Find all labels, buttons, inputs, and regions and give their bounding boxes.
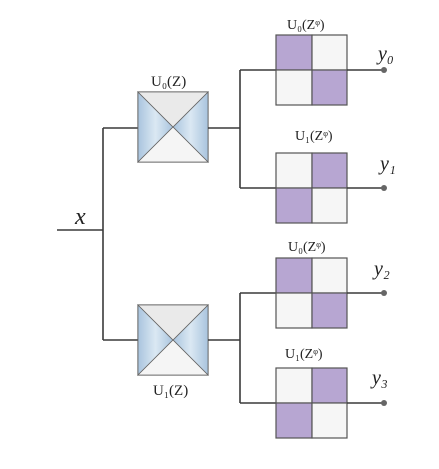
filter-3-label: U₁(Zᵠ) [285,347,323,362]
output-2-terminal [381,290,387,296]
output-1-label: y₁ [378,153,396,175]
filter-1 [275,152,348,224]
output-0-label: y₀ [376,43,394,65]
splitter-1 [137,304,209,376]
splitter-0 [137,91,209,163]
filter-2-label: U₀(Zᵠ) [288,240,326,255]
splitter-1-label: U₁(Z) [153,383,188,399]
input-label: x [74,204,86,230]
output-3-label: y₃ [370,367,388,389]
output-2-label: y₂ [372,258,390,280]
filter-1-label: U₁(Zᵠ) [295,129,333,144]
filter-0 [275,34,348,106]
output-0-terminal [381,67,387,73]
output-3-terminal [381,400,387,406]
splitter-0-label: U₀(Z) [151,74,186,90]
filter-2 [275,257,348,329]
filter-3 [275,367,348,439]
output-1-terminal [381,185,387,191]
filter-0-label: U₀(Zᵠ) [287,18,325,33]
